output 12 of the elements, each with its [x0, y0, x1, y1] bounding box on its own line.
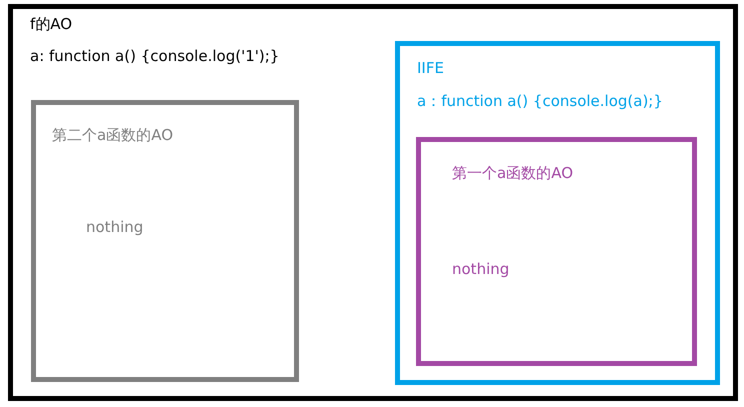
- box-text: nothing: [452, 259, 510, 279]
- scope-box: [8, 4, 738, 401]
- box-text: a：function a() {console.log(a);}: [417, 91, 663, 111]
- scope-box: [416, 137, 697, 366]
- scope-box: [31, 100, 299, 382]
- box-text: nothing: [86, 217, 144, 237]
- box-title: IIFE: [417, 58, 444, 78]
- scope-box: [395, 41, 720, 385]
- box-title: 第一个a函数的AO: [452, 163, 573, 183]
- box-text: a: function a() {console.log('1');}: [30, 46, 280, 66]
- box-title: f的AO: [30, 14, 72, 34]
- box-title: 第二个a函数的AO: [52, 125, 173, 145]
